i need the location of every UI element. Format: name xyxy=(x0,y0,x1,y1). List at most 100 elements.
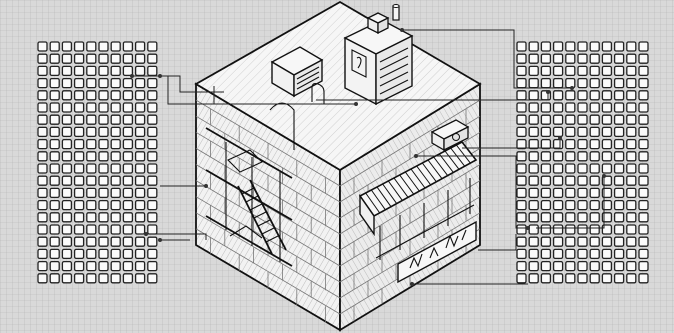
grid-square xyxy=(37,199,48,211)
grid-square xyxy=(601,102,613,113)
grid-square xyxy=(73,102,85,113)
grid-square xyxy=(110,77,121,89)
grid-square xyxy=(134,102,146,113)
grid-square xyxy=(110,53,121,64)
grid-square xyxy=(73,163,85,174)
grid-square xyxy=(147,77,158,89)
grid-square xyxy=(86,224,97,235)
grid-square xyxy=(49,126,60,138)
grid-square xyxy=(638,114,649,125)
grid-square xyxy=(589,187,600,199)
grid-square xyxy=(528,114,539,125)
grid-square xyxy=(601,151,613,162)
grid-square xyxy=(589,260,600,272)
grid-square xyxy=(49,187,60,199)
grid-square xyxy=(37,236,48,247)
grid-square xyxy=(37,41,48,52)
leader-lines xyxy=(130,28,606,286)
grid-square xyxy=(147,175,158,186)
grid-square xyxy=(73,65,85,77)
grid-square xyxy=(122,41,134,52)
grid-square xyxy=(147,163,158,174)
grid-square xyxy=(134,151,146,162)
grid-square xyxy=(110,273,121,284)
grid-square xyxy=(601,53,613,64)
grid-square xyxy=(516,273,527,284)
grid-square xyxy=(122,138,134,150)
grid-square xyxy=(540,65,552,77)
grid-square xyxy=(552,65,564,77)
grid-square xyxy=(134,90,146,101)
grid-square xyxy=(528,90,539,101)
grid-square xyxy=(110,114,121,125)
grid-square xyxy=(98,212,109,223)
grid-square xyxy=(86,114,97,125)
right-panel-grid xyxy=(516,41,649,284)
grid-square xyxy=(122,199,134,211)
grid-square xyxy=(601,163,613,174)
grid-square xyxy=(528,102,539,113)
grid-square xyxy=(73,175,85,186)
grid-square xyxy=(122,248,134,260)
grid-square xyxy=(122,65,134,77)
grid-square xyxy=(540,236,552,247)
grid-square xyxy=(49,41,60,52)
roof-pipe xyxy=(311,82,325,104)
grid-square xyxy=(540,273,552,284)
grid-square xyxy=(589,102,600,113)
grid-square xyxy=(61,248,73,260)
grid-square xyxy=(110,138,121,150)
grid-square xyxy=(626,212,637,223)
grid-square xyxy=(147,187,158,199)
grid-square xyxy=(516,151,527,162)
grid-square xyxy=(613,175,625,186)
grid-square xyxy=(61,114,73,125)
grid-square xyxy=(528,260,539,272)
grid-square xyxy=(552,248,564,260)
grid-square xyxy=(540,199,552,211)
grid-square xyxy=(134,41,146,52)
grid-square xyxy=(73,187,85,199)
grid-square xyxy=(540,187,552,199)
grid-square xyxy=(516,163,527,174)
grid-square xyxy=(589,53,600,64)
grid-square xyxy=(552,53,564,64)
grid-square xyxy=(589,151,600,162)
grid-square xyxy=(134,53,146,64)
grid-square xyxy=(528,138,539,150)
grid-square xyxy=(49,248,60,260)
grid-square xyxy=(37,65,48,77)
grid-square xyxy=(613,273,625,284)
grid-square xyxy=(565,102,576,113)
grid-square xyxy=(613,114,625,125)
grid-square xyxy=(613,199,625,211)
grid-square xyxy=(98,236,109,247)
grid-square xyxy=(589,90,600,101)
grid-square xyxy=(565,236,576,247)
grid-square xyxy=(601,224,613,235)
grid-square xyxy=(577,236,588,247)
grid-square xyxy=(589,248,600,260)
grid-square xyxy=(147,138,158,150)
wall-ac-unit xyxy=(430,119,470,152)
grid-square xyxy=(589,126,600,138)
grid-square xyxy=(626,175,637,186)
grid-square xyxy=(565,53,576,64)
grid-square xyxy=(147,151,158,162)
grid-square xyxy=(49,273,60,284)
grid-square xyxy=(540,175,552,186)
grid-square xyxy=(613,187,625,199)
grid-square xyxy=(552,212,564,223)
grid-square xyxy=(613,163,625,174)
shop-front xyxy=(375,178,477,284)
grid-square xyxy=(528,175,539,186)
grid-square xyxy=(49,114,60,125)
grid-square xyxy=(626,224,637,235)
grid-square xyxy=(613,126,625,138)
grid-square xyxy=(122,90,134,101)
grid-square xyxy=(565,248,576,260)
grid-square xyxy=(49,90,60,101)
grid-square xyxy=(73,273,85,284)
grid-square xyxy=(98,199,109,211)
grid-square xyxy=(110,90,121,101)
